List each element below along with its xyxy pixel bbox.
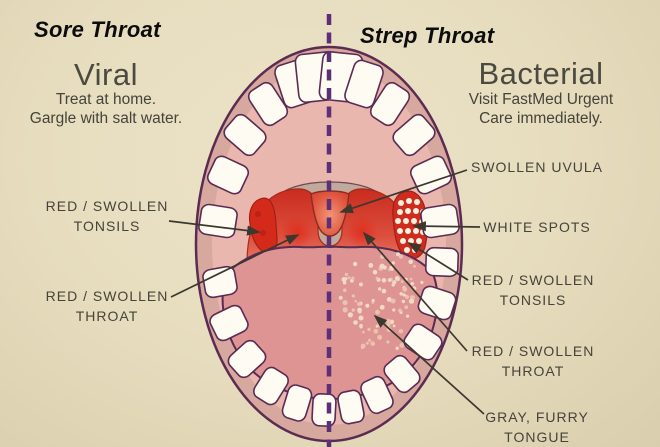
- tooth: [420, 203, 460, 239]
- viral-instructions: Treat at home. Gargle with salt water.: [30, 91, 182, 128]
- leader-white-spots: [412, 221, 481, 232]
- tooth: [247, 81, 289, 127]
- label-line: TONSILS: [73, 218, 141, 234]
- tooth: [253, 366, 289, 406]
- label-line: RED / SWOLLEN: [45, 198, 169, 214]
- viral-line1: Treat at home.: [55, 91, 157, 108]
- upper-teeth: [198, 50, 460, 239]
- label-left-throat: RED / SWOLLEN THROAT: [46, 286, 169, 326]
- label-line: THROAT: [75, 308, 139, 324]
- bacterial-line2: Care immediately.: [479, 109, 603, 127]
- label-line: TONSILS: [499, 292, 567, 308]
- label-line: SWOLLEN UVULA: [470, 159, 604, 175]
- tooth: [369, 81, 411, 127]
- uvula-shape: [310, 190, 350, 237]
- leader-left-throat: [170, 234, 300, 298]
- leader-swollen-uvula: [339, 169, 468, 214]
- leader-left-tonsils: [168, 220, 261, 236]
- tooth: [337, 389, 365, 425]
- bacterial-instructions: Visit FastMed Urgent Care immediately.: [469, 91, 613, 128]
- tooth: [227, 339, 267, 379]
- viral-line2: Gargle with salt water.: [29, 109, 183, 127]
- tooth: [383, 354, 421, 394]
- label-swollen-uvula: SWOLLEN UVULA: [471, 157, 603, 177]
- tooth: [206, 155, 250, 195]
- tooth: [223, 113, 267, 157]
- leader-lines: [168, 169, 485, 415]
- tooth: [344, 59, 384, 109]
- label-line: RED / SWOLLEN: [471, 343, 595, 359]
- label-right-tonsils: RED / SWOLLEN TONSILS: [472, 270, 595, 310]
- label-line: WHITE SPOTS: [483, 219, 591, 235]
- tooth: [360, 375, 394, 415]
- label-white-spots: WHITE SPOTS: [483, 217, 590, 237]
- viral-heading: Viral: [74, 57, 138, 92]
- tooth: [424, 246, 460, 278]
- leader-right-throat: [362, 231, 468, 352]
- label-line: TONGUE: [504, 429, 570, 445]
- heading-sore-throat: Sore Throat: [34, 17, 161, 42]
- label-right-throat: RED / SWOLLEN THROAT: [472, 341, 595, 381]
- bacterial-line1: Visit FastMed Urgent: [468, 91, 614, 108]
- tooth: [202, 265, 238, 299]
- tooth: [311, 392, 337, 428]
- label-line: THROAT: [501, 363, 565, 379]
- label-line: RED / SWOLLEN: [471, 272, 595, 288]
- tooth: [392, 113, 436, 157]
- tooth: [281, 384, 313, 422]
- red-accent-left: [281, 215, 313, 249]
- tonsil-spot: [255, 211, 261, 217]
- bacterial-heading: Bacterial: [478, 56, 604, 91]
- lower-teeth: [202, 246, 460, 428]
- label-line: RED / SWOLLEN: [45, 288, 169, 304]
- tooth: [409, 155, 453, 195]
- heading-strep-throat: Strep Throat: [360, 23, 495, 48]
- leader-gray-tongue: [373, 314, 485, 415]
- tonsil-spot: [260, 230, 266, 236]
- tooth: [209, 304, 249, 342]
- label-left-tonsils: RED / SWOLLEN TONSILS: [46, 196, 169, 236]
- label-line: GRAY, FURRY: [485, 409, 589, 425]
- leader-right-tonsils: [407, 242, 469, 281]
- tooth: [198, 203, 238, 239]
- label-gray-furry-tongue: GRAY, FURRY TONGUE: [485, 407, 589, 447]
